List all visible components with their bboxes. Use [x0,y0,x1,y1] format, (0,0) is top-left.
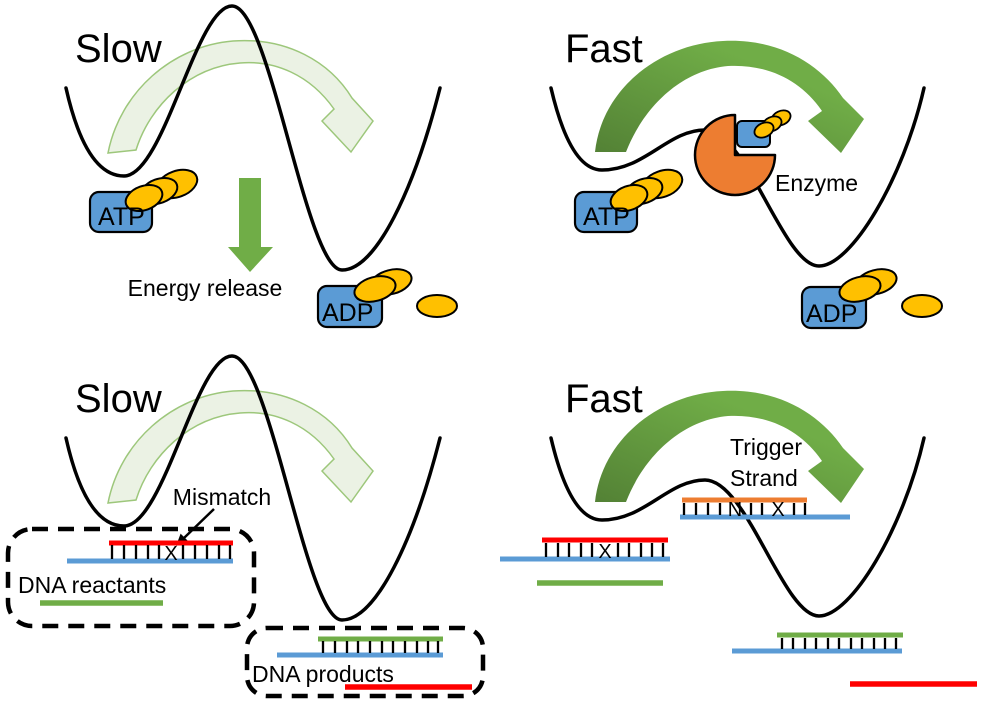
trigger-strand-label-line2: Strand [730,465,798,491]
panel-title: Slow [75,27,162,71]
panel-title: Fast [565,27,643,71]
adp-label: ADP [806,300,857,328]
adp-label: ADP [322,299,373,327]
phosphate-oval [838,275,882,303]
phosphate-oval [124,183,164,213]
atp-label: ATP [98,203,145,231]
atp-label: ATP [583,203,630,231]
phosphate-oval [353,275,397,303]
base-pair-rungs [682,503,807,515]
energy-release-arrow [228,178,273,272]
panel-slow-dna: Slow Mismatch X DNA reactants DNA produc… [5,354,486,699]
energy-release-label: Energy release [128,275,283,301]
energy-curve-fast-dna [549,436,926,618]
free-phosphate-oval [901,294,943,318]
trigger-intermediate-duplex: N X [680,497,850,521]
mismatch-base: X [598,541,611,563]
panel-slow-atp: Slow ATP Energy release ADP [64,4,458,329]
atp-complex: ATP [573,168,684,234]
enzyme-complex: Enzyme [693,109,858,197]
adp-complex: ADP [316,268,458,329]
atp-complex: ATP [88,168,199,234]
free-phosphate-oval [416,294,458,318]
reactant-duplex-mismatch: X [500,537,670,563]
trigger-strand-label-line1: Trigger [730,434,802,460]
energy-curve-slow-dna [64,354,442,622]
adp-complex: ADP [800,268,943,330]
base-x: X [771,499,784,521]
panel-fast-atp: Fast ATP Enzyme ADP [549,27,943,330]
panel-fast-dna: Fast Trigger Strand N X X [500,377,977,687]
panel-title: Fast [565,377,643,421]
product-duplex [732,632,903,654]
base-n: N [728,499,742,521]
reactant-duplex-mismatch: X [67,540,233,565]
mismatch-pointer-line [183,508,215,539]
phosphate-oval-small [753,121,775,139]
dna-reactants-label: DNA reactants [18,572,166,598]
energy-curve-slow-atp [64,4,442,272]
dna-products-label: DNA products [252,661,394,687]
base-pair-rungs [110,545,232,559]
panel-title: Slow [75,377,162,421]
base-pair-rungs [544,543,665,557]
mismatch-label: Mismatch [173,484,271,510]
base-pair-rungs [780,638,898,649]
base-pair-rungs [321,641,440,653]
mismatch-base: X [164,543,177,565]
dna-reactants-box [5,526,257,629]
enzyme-label: Enzyme [775,170,858,196]
product-duplex [277,636,443,658]
phosphate-oval [609,183,649,213]
dna-products-box [244,625,486,699]
enzyme-pacman [693,113,777,197]
